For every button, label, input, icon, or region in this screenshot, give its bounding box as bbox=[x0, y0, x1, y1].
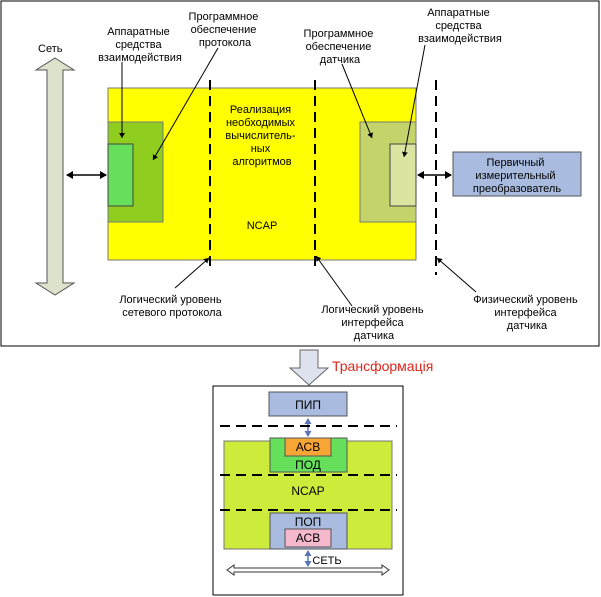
pointer-hw-right bbox=[401, 44, 426, 158]
bottom-net-label: СЕТЬ bbox=[312, 555, 341, 567]
acv-bottom-box bbox=[284, 528, 332, 548]
pip-label: ПИП bbox=[295, 398, 321, 412]
ncap-label: NCAP bbox=[247, 220, 278, 232]
net-label: Сеть bbox=[38, 43, 63, 55]
algorithms-label: Реализация необходимых вычислитель- ных … bbox=[225, 104, 298, 168]
sensor-box bbox=[452, 151, 582, 197]
acv-top-box bbox=[284, 437, 332, 457]
pointer-sw-sensor bbox=[341, 63, 373, 139]
hw-right-label: Аппаратные средства взаимодействия bbox=[418, 7, 502, 45]
hw-left-inner bbox=[107, 143, 134, 207]
transform-arrow bbox=[288, 349, 330, 386]
hw-right-inner bbox=[389, 143, 417, 207]
pointer-level-sensor-logic bbox=[315, 255, 353, 307]
pointer-level-net bbox=[174, 257, 210, 289]
acv-bottom-label: АСВ bbox=[296, 531, 320, 545]
sw-sensor-label: Программное обеспечение датчика bbox=[304, 28, 377, 66]
pop-label: ПОП bbox=[295, 515, 322, 529]
hw-left-outer bbox=[107, 121, 164, 223]
pip-box bbox=[268, 391, 348, 417]
level-net-label: Логический уровень сетевого протокола bbox=[119, 294, 224, 319]
bottom-network-bus bbox=[226, 564, 390, 576]
hw-left-label: Аппаратные средства взаимодействия bbox=[98, 26, 182, 64]
level-sensor-phys-label: Физический уровень интерфейса датчика bbox=[473, 294, 581, 332]
pointer-sw-protocol bbox=[152, 47, 219, 161]
bottom-ncap-label: NCAP bbox=[291, 484, 324, 498]
level-sensor-logic-label: Логический уровень интерфейса датчика bbox=[321, 304, 426, 342]
pointer-level-sensor-phys bbox=[436, 257, 477, 293]
pod-label: ПОД bbox=[295, 458, 321, 472]
acv-top-label: АСВ bbox=[296, 440, 320, 454]
sensor-label: Первичный измерительный преобразователь bbox=[473, 157, 561, 195]
sw-protocol-label: Программное обеспечение протокола bbox=[189, 11, 262, 49]
transform-label: Трансформація bbox=[332, 358, 433, 374]
network-bus-arrow bbox=[34, 57, 76, 296]
